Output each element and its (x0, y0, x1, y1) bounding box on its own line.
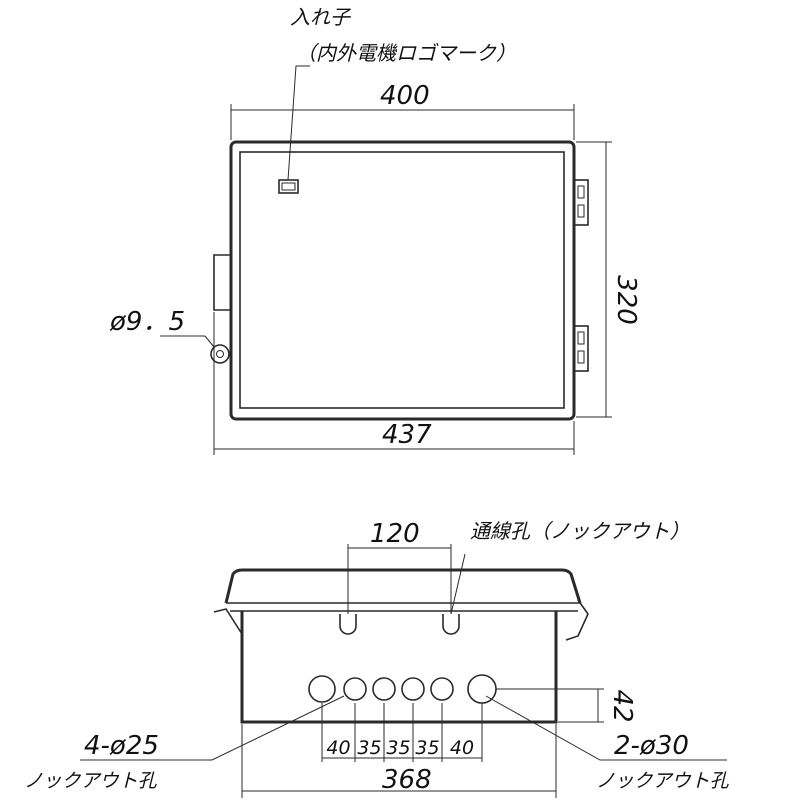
knockout-hole (430, 677, 454, 701)
pitch-label: 35 (415, 737, 439, 759)
knockout-holes (308, 674, 497, 762)
right-holes-label: ノックアウト孔 (596, 770, 730, 792)
knockout-hole (401, 677, 425, 701)
front-view: 120 通線孔（ノックアウト） 42 4-ø25 ノックアウト孔 2-ø30 ノ… (24, 519, 730, 798)
logo-callout-subtitle: （内外電機ロゴマーク） (296, 41, 516, 65)
leader-4-phi25 (80, 695, 345, 761)
pitch-label: 35 (386, 737, 410, 759)
dim-42-label: 42 (607, 689, 637, 722)
dim-437-label: 437 (382, 420, 432, 450)
logo-mark-inner (281, 182, 296, 191)
body-outline (240, 611, 558, 724)
latch-lower (573, 325, 589, 372)
conduit-slot-left (339, 614, 357, 635)
mount-hole-leader-2 (204, 335, 215, 348)
leader-2-phi30 (485, 695, 727, 761)
mount-hole-center (216, 350, 224, 358)
logo-callout-leader (287, 65, 310, 181)
dim-120-label: 120 (370, 519, 420, 549)
logo-callout-title: 入れ子 (290, 5, 352, 29)
top-view-inner-outline (239, 151, 565, 409)
right-holes-count: 2-ø30 (614, 731, 689, 761)
latch-right-profile (565, 599, 589, 641)
left-holes-count: 4-ø25 (84, 731, 159, 761)
mount-hole-label: ø9．5 (109, 307, 185, 337)
knockout-hole (372, 677, 396, 701)
conduit-leader (450, 553, 466, 615)
top-view-outer-outline (229, 140, 576, 421)
lid-outline (224, 568, 582, 604)
pitch-label: 40 (326, 737, 350, 759)
pitch-label: 35 (357, 737, 381, 759)
mount-hole-ring (210, 344, 230, 364)
knockout-hole (308, 675, 336, 703)
conduit-label: 通線孔（ノックアウト） (470, 519, 690, 543)
top-view: 入れ子 （内外電機ロゴマーク） 400 437 320 ø9．5 (109, 5, 641, 455)
latch-upper (573, 179, 589, 226)
dim-320-label: 320 (611, 275, 641, 325)
dim-368-label: 368 (382, 765, 432, 795)
dim-400-label: 400 (380, 81, 430, 111)
hinge-left (213, 608, 243, 635)
conduit-slot-right (442, 614, 460, 635)
left-holes-label: ノックアウト孔 (24, 770, 158, 792)
pitch-label: 40 (450, 737, 474, 759)
knockout-hole (343, 677, 367, 701)
left-hinge-tab (213, 254, 231, 311)
